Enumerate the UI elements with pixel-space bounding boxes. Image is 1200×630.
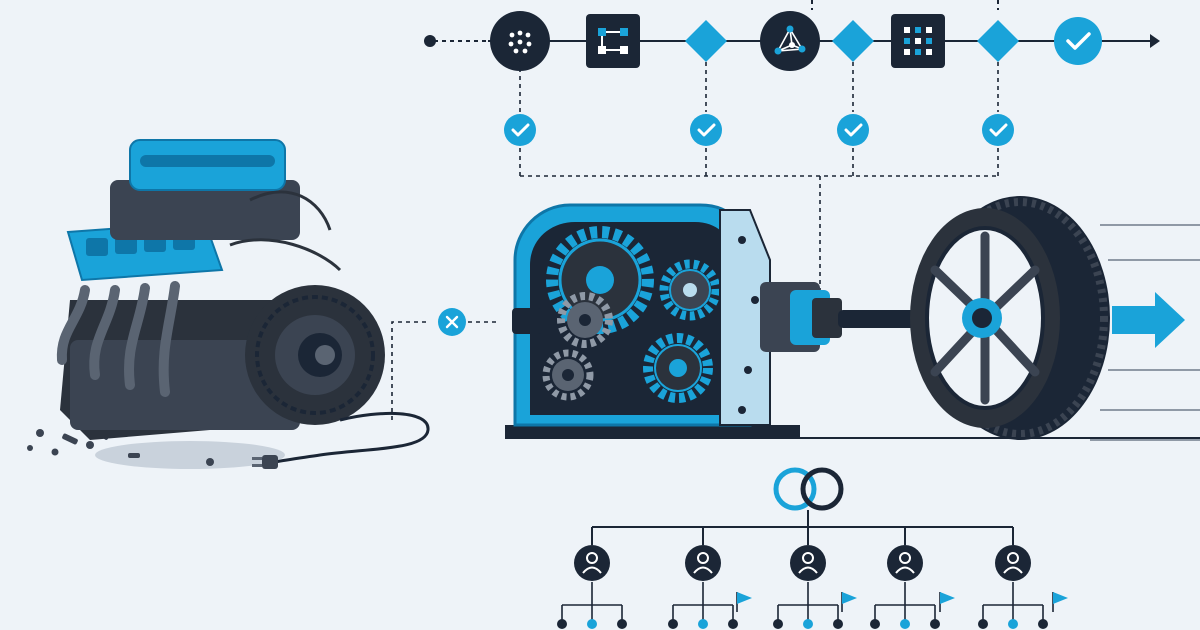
pipeline-arrowhead xyxy=(1150,34,1160,48)
start-dot-icon xyxy=(424,35,436,47)
person-icon[interactable] xyxy=(994,544,1032,582)
check-circle-icon xyxy=(835,112,871,148)
pipeline xyxy=(424,0,1160,290)
check-circle-icon xyxy=(502,112,538,148)
check-circle-icon xyxy=(688,112,724,148)
x-circle-icon[interactable] xyxy=(438,308,466,336)
gearbox-icon xyxy=(505,203,842,437)
person-icon[interactable] xyxy=(789,544,827,582)
flag-icon xyxy=(1052,592,1068,612)
person-icon[interactable] xyxy=(684,544,722,582)
wheel-icon xyxy=(910,196,1200,441)
decision-diamond-icon[interactable] xyxy=(832,20,874,62)
network-graph-icon[interactable] xyxy=(760,11,820,71)
check-circle-icon xyxy=(980,112,1016,148)
sub-tree-nodes xyxy=(557,619,1048,629)
person-icon[interactable] xyxy=(886,544,924,582)
branch-node-icon[interactable] xyxy=(586,14,640,68)
decision-diamond-icon[interactable] xyxy=(685,20,727,62)
grid-matrix-icon[interactable] xyxy=(891,14,945,68)
org-tree xyxy=(557,467,1068,629)
arrow-right-icon xyxy=(1112,292,1185,348)
flag-icon xyxy=(736,592,752,612)
plug-icon xyxy=(252,455,278,469)
v8-engine-icon xyxy=(27,139,430,469)
linked-rings-icon[interactable] xyxy=(773,467,844,511)
disconnected-link xyxy=(391,308,498,420)
oil-puddle xyxy=(95,441,285,469)
pipeline-dashed-links xyxy=(519,62,999,290)
flag-icon xyxy=(841,592,857,612)
decision-diamond-icon[interactable] xyxy=(977,20,1019,62)
flag-icon xyxy=(939,592,955,612)
check-circle-icon xyxy=(1054,17,1102,65)
dot-grid-icon[interactable] xyxy=(490,11,550,71)
person-icon[interactable] xyxy=(573,544,611,582)
power-cable xyxy=(274,412,430,464)
motion-lines xyxy=(1090,224,1200,441)
